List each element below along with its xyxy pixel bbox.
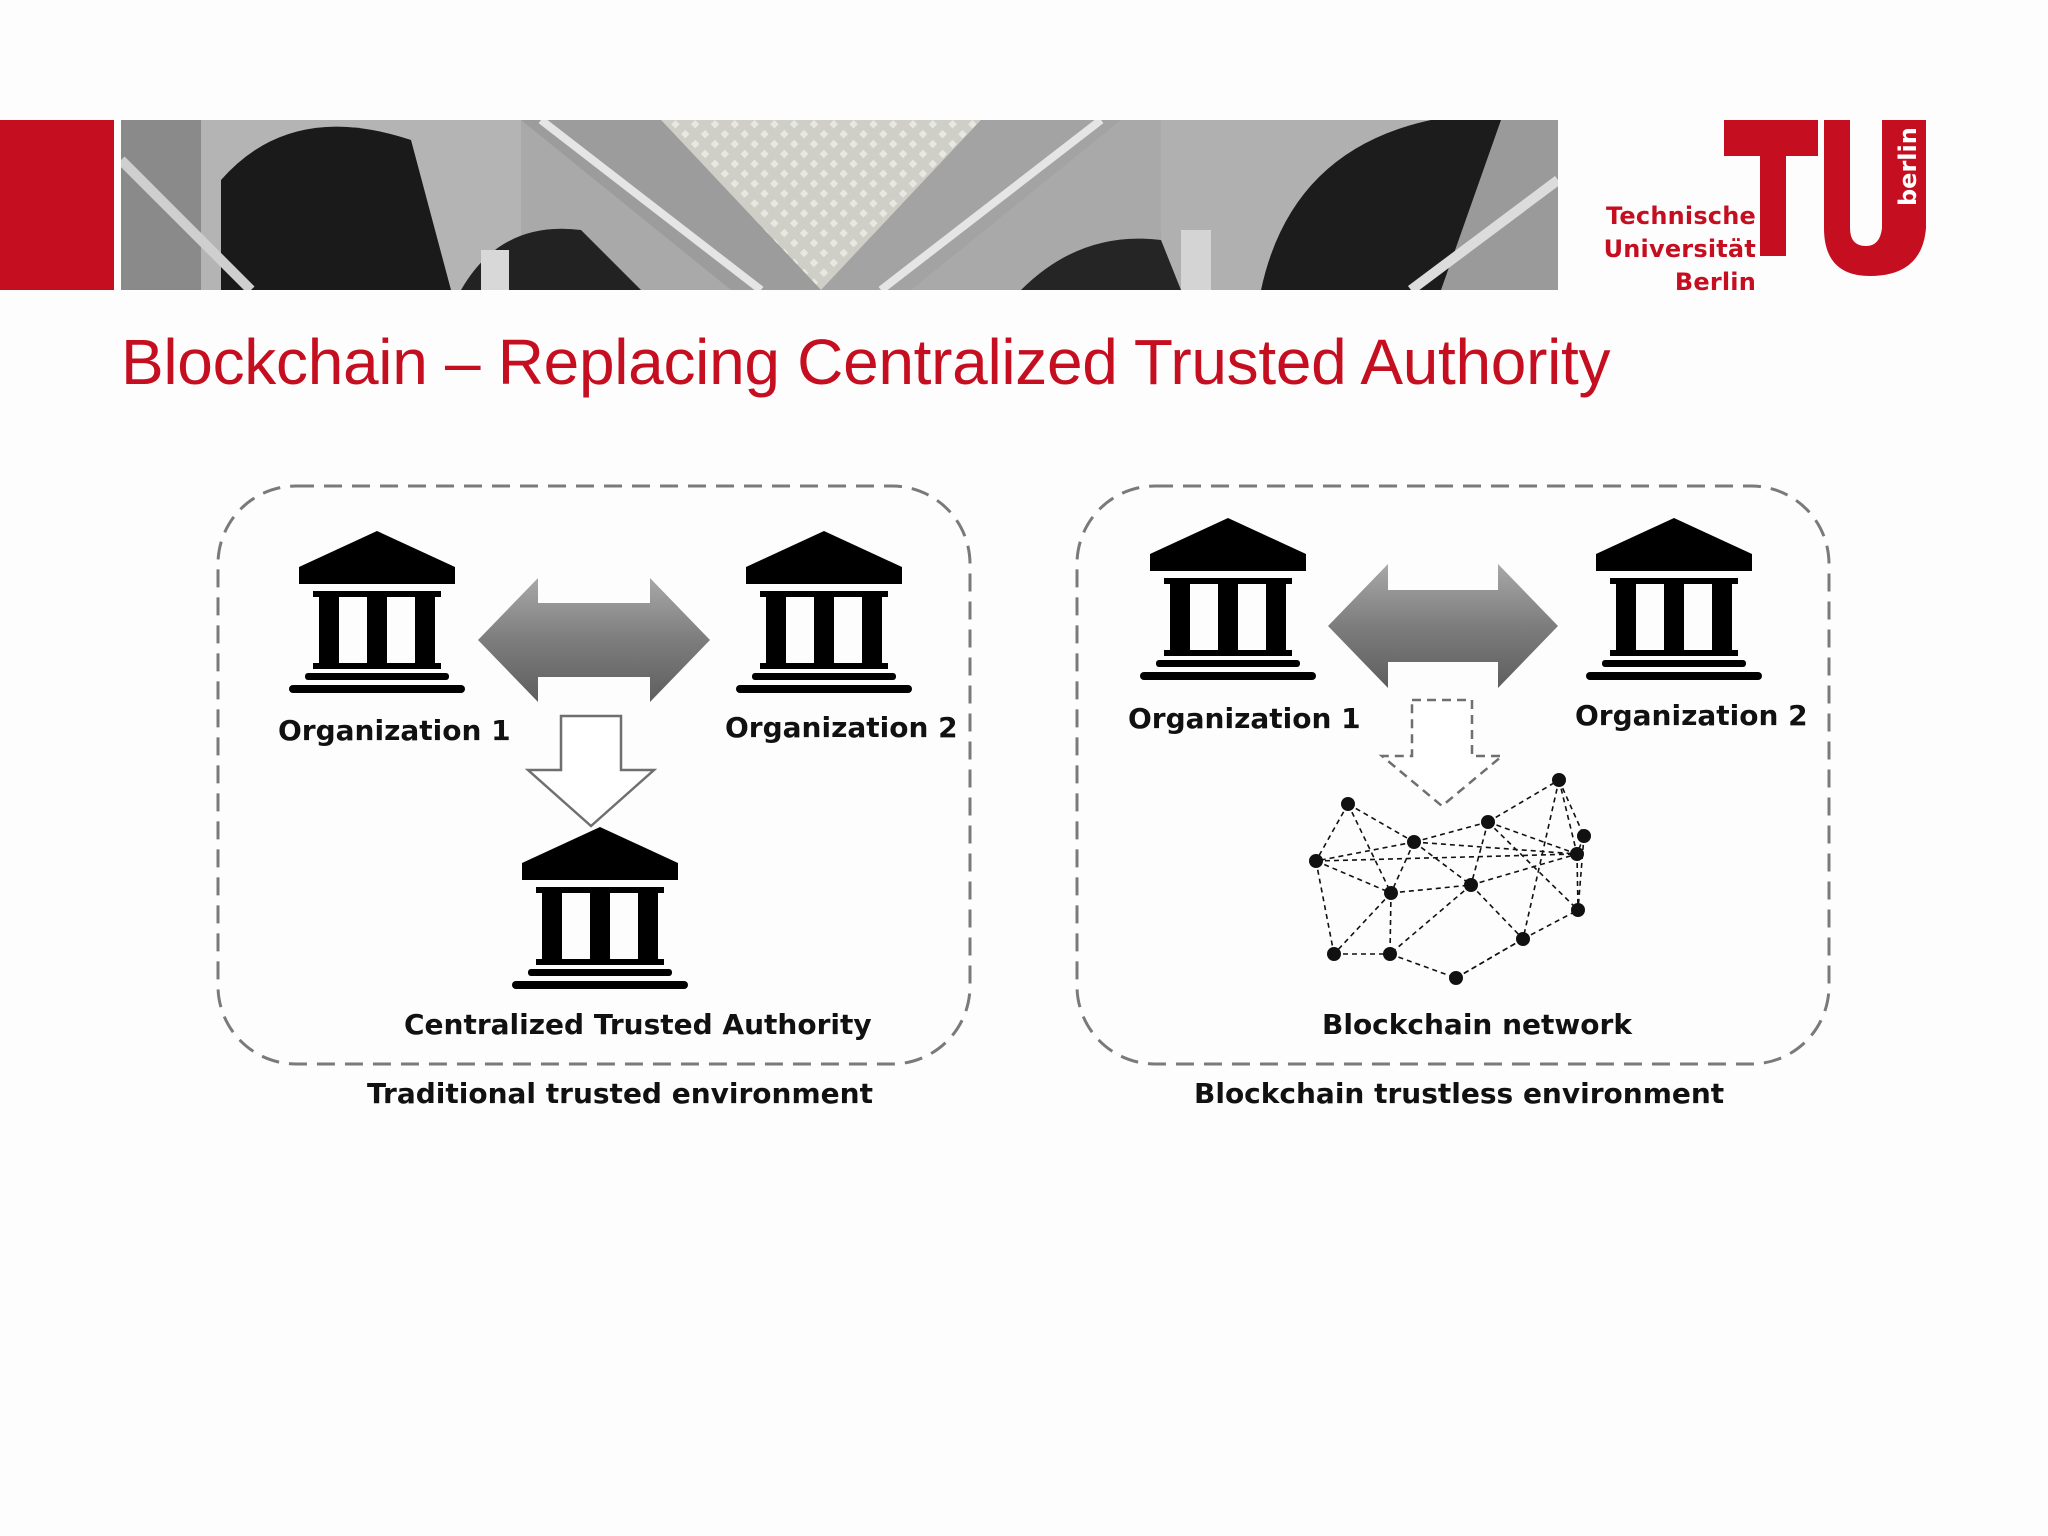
logo-line-3: Berlin <box>1674 268 1756 296</box>
page-title: Blockchain – Replacing Centralized Trust… <box>121 326 1611 398</box>
network-edge <box>1470 884 1524 940</box>
blockchain-caption: Blockchain trustless environment <box>1194 1077 1725 1110</box>
network-edge <box>1347 803 1392 894</box>
bank-icon <box>289 531 465 693</box>
bank-icon <box>1586 518 1762 680</box>
tu-berlin-logo: berlin <box>1724 120 1926 276</box>
bank-icon <box>1140 518 1316 680</box>
logo-vertical-text: berlin <box>1894 127 1922 206</box>
network-edge <box>1389 892 1392 955</box>
network-node <box>1552 773 1566 787</box>
network-edge <box>1470 853 1578 886</box>
network-edge <box>1315 803 1349 862</box>
network-node <box>1449 971 1463 985</box>
network-node <box>1327 947 1341 961</box>
network-node <box>1481 815 1495 829</box>
down-arrow-icon <box>524 714 658 828</box>
blockchain-environment-frame <box>1075 484 1831 1066</box>
network-edge <box>1333 892 1392 955</box>
logo-line-1: Technische <box>1606 202 1756 230</box>
network-edge <box>1455 938 1524 979</box>
network-edge <box>1470 821 1489 886</box>
network-edge <box>1413 821 1489 843</box>
left-org2-label: Organization 2 <box>725 711 958 744</box>
network-edge <box>1522 779 1560 940</box>
network-edge <box>1487 779 1560 823</box>
right-org1-label: Organization 1 <box>1128 702 1361 735</box>
network-edge <box>1522 909 1579 940</box>
network-edge <box>1389 953 1457 979</box>
network-edge <box>1315 841 1415 862</box>
network-edge <box>1315 860 1392 894</box>
network-edge <box>1390 884 1472 894</box>
double-arrow-icon <box>478 578 710 702</box>
down-arrow-icon <box>1378 698 1506 808</box>
header-photo <box>121 120 1558 290</box>
network-edge <box>1389 884 1472 955</box>
network-edge <box>1558 779 1585 837</box>
network-node <box>1407 835 1421 849</box>
network-edge <box>1413 841 1578 855</box>
double-arrow-icon <box>1328 564 1558 688</box>
bank-icon <box>736 531 912 693</box>
network-edge <box>1558 779 1578 855</box>
left-org1-label: Organization 1 <box>278 714 511 747</box>
network-edge <box>1487 821 1578 855</box>
right-org2-label: Organization 2 <box>1575 699 1808 732</box>
network-icon <box>1309 773 1591 985</box>
bank-icon <box>512 827 688 989</box>
traditional-caption: Traditional trusted environment <box>367 1077 873 1110</box>
network-node <box>1383 947 1397 961</box>
network-edge <box>1487 821 1579 911</box>
authority-label: Centralized Trusted Authority <box>404 1008 872 1041</box>
network-node <box>1571 903 1585 917</box>
network-edge <box>1315 860 1335 955</box>
logo-line-2: Universität <box>1603 235 1756 263</box>
network-node <box>1516 932 1530 946</box>
traditional-environment-frame <box>216 484 972 1066</box>
network-node <box>1309 854 1323 868</box>
network-node <box>1570 847 1584 861</box>
network-edge <box>1347 803 1415 843</box>
header-red-block <box>0 120 114 290</box>
network-node <box>1577 829 1591 843</box>
network-edge <box>1576 853 1579 911</box>
network-edge <box>1413 841 1472 886</box>
network-node <box>1464 878 1478 892</box>
network-label: Blockchain network <box>1322 1008 1632 1041</box>
network-edge <box>1577 835 1585 911</box>
network-node <box>1341 797 1355 811</box>
network-edge <box>1390 841 1415 894</box>
logo-wordmark: Technische Universität Berlin <box>1604 200 1756 299</box>
network-edge <box>1315 853 1578 862</box>
network-node <box>1384 886 1398 900</box>
